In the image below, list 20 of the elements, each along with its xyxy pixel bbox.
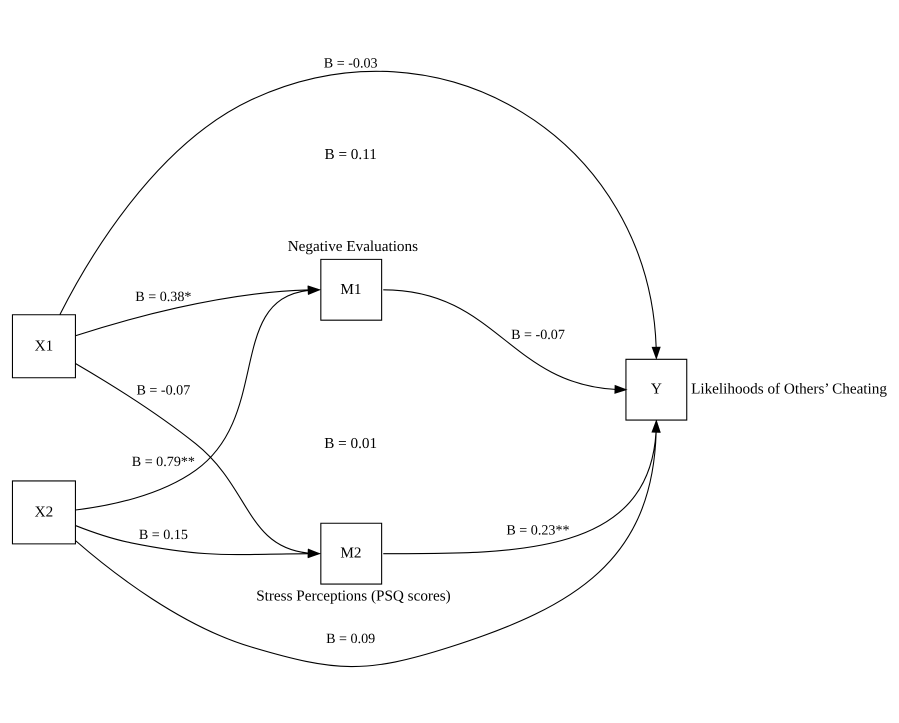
node-box: X2	[12, 480, 76, 544]
edge-label: B = 0.09	[326, 631, 376, 648]
node-label: Likelihoods of Others’ Cheating	[691, 380, 887, 398]
edge-label: B = 0.23**	[506, 522, 570, 539]
label: B = 0.11	[324, 146, 377, 164]
edge-label: B = -0.07	[136, 382, 190, 398]
arrow	[383, 289, 628, 394]
node-label: Stress Perceptions (PSQ scores)	[256, 588, 451, 605]
label: B = 0.01	[324, 434, 378, 452]
edge-label: B = -0.07	[511, 327, 565, 344]
edge-label: B = 0.15	[138, 526, 188, 543]
edge-label: B = -0.03	[324, 56, 378, 72]
node-label: Negative Evaluations	[288, 238, 418, 255]
node-box: M1	[320, 258, 382, 321]
edge-label: B = 0.38*	[135, 289, 192, 306]
node-box: X1	[12, 314, 76, 378]
node-box: Y	[625, 358, 688, 421]
arrow	[59, 71, 661, 360]
node-box: M2	[320, 522, 382, 585]
edge-label: B = 0.79**	[132, 454, 196, 470]
